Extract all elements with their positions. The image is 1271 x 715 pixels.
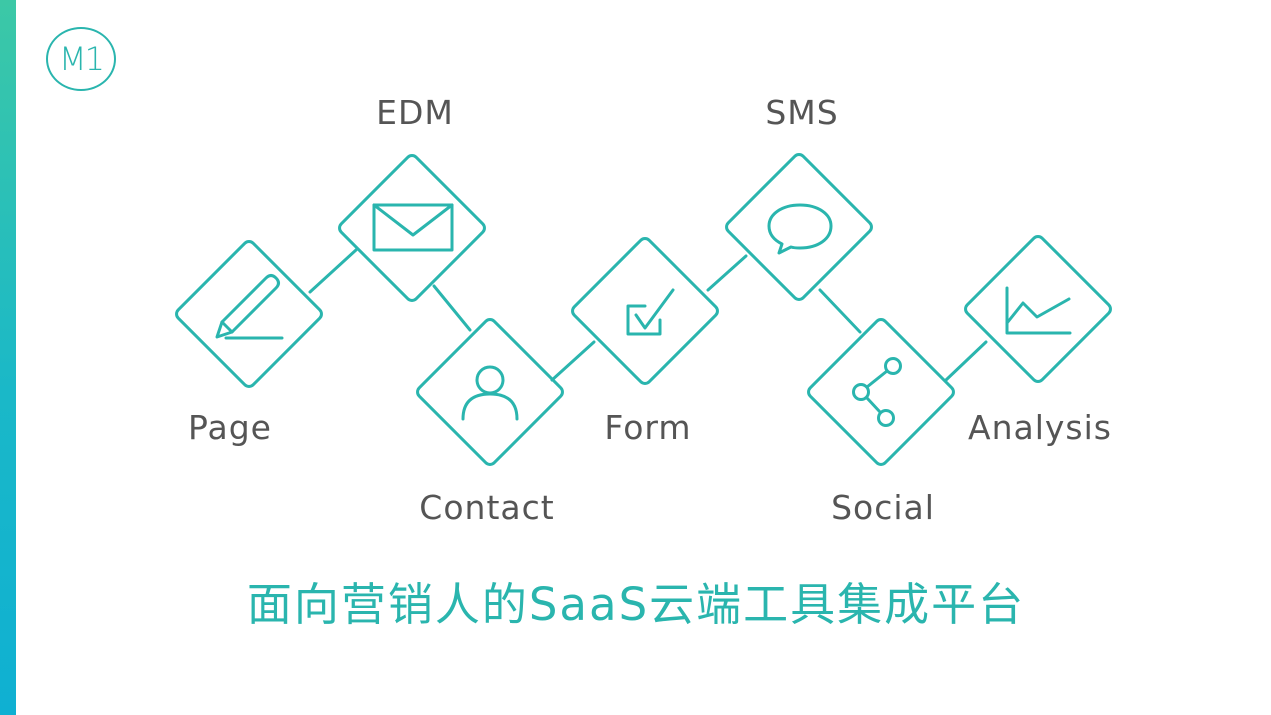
- tool-label-edm: EDM: [376, 93, 454, 132]
- tool-label-sms: SMS: [765, 93, 839, 132]
- connector-form-sms: [706, 254, 748, 292]
- connector-contact-form: [550, 340, 596, 382]
- tagline: 面向营销人的SaaS云端工具集成平台: [246, 578, 1026, 631]
- tool-label-form: Form: [604, 408, 692, 447]
- user-icon: [461, 365, 519, 421]
- checkbox-icon: [626, 288, 675, 336]
- sms-node: [725, 153, 873, 301]
- connector-social-analysis: [944, 340, 988, 382]
- analysis-node: [964, 235, 1112, 383]
- edm-node: [338, 154, 486, 302]
- tool-label-contact: Contact: [419, 488, 555, 527]
- pencil-icon: [215, 274, 284, 340]
- line-chart-icon: [1005, 286, 1072, 335]
- connector-edm-contact: [432, 284, 472, 332]
- share-icon: [852, 357, 902, 427]
- connector-sms-social: [818, 288, 862, 334]
- m1-logo: M1: [46, 27, 116, 91]
- chat-bubble-icon: [767, 203, 833, 255]
- contact-node: [416, 318, 564, 466]
- side-accent-bar: [0, 0, 16, 715]
- tool-label-analysis: Analysis: [968, 408, 1112, 447]
- form-node: [571, 237, 719, 385]
- social-node: [807, 318, 955, 466]
- tool-label-page: Page: [188, 408, 272, 447]
- tool-label-social: Social: [831, 488, 935, 527]
- envelope-icon: [372, 203, 454, 252]
- connector-page-edm: [308, 248, 358, 294]
- page-node: [175, 240, 323, 388]
